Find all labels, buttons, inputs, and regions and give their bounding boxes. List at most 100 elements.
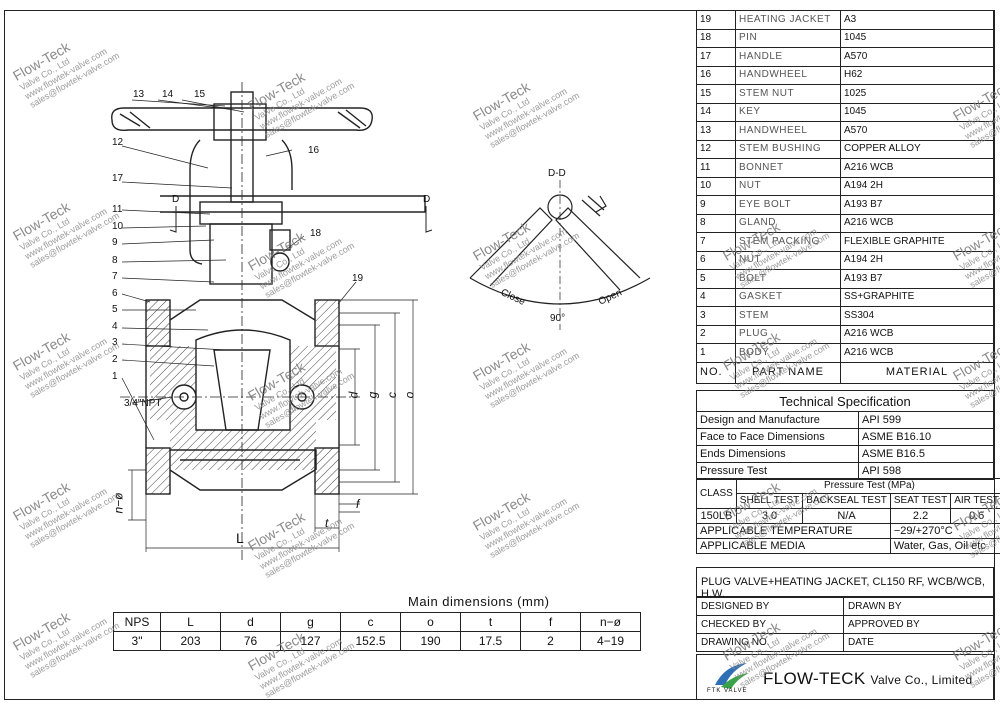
dim-label-f: f bbox=[356, 497, 360, 511]
designed-by-label: DESIGNED BY bbox=[696, 597, 844, 616]
part-no: 13 bbox=[696, 121, 736, 141]
part-material: A3 bbox=[840, 10, 994, 30]
part-name: BOLT bbox=[735, 269, 841, 289]
part-no: 15 bbox=[696, 84, 736, 104]
part-name: KEY bbox=[735, 102, 841, 122]
callout-12: 12 bbox=[112, 137, 124, 148]
dim-value: 3" bbox=[113, 631, 161, 651]
parts-header-material: MATERIAL bbox=[840, 361, 994, 384]
dim-label-o: o bbox=[402, 391, 417, 399]
section-mark-left: D bbox=[172, 194, 180, 205]
part-material: A570 bbox=[840, 121, 994, 141]
part-name: BODY bbox=[735, 343, 841, 363]
pt-value: 150LB bbox=[696, 508, 737, 524]
signoff-table: DESIGNED BY DRAWN BY CHECKED BY APPROVED… bbox=[696, 597, 994, 652]
part-material: H62 bbox=[840, 65, 994, 85]
part-no: 5 bbox=[696, 269, 736, 289]
dim-value: 152.5 bbox=[340, 631, 401, 651]
dim-header: NPS bbox=[113, 612, 161, 632]
spec-value: ASME B16.5 bbox=[858, 445, 994, 463]
pressure-test-table: CLASS Pressure Test (MPa) SHELL TEST BAC… bbox=[696, 478, 1000, 554]
approved-by-label: APPROVED BY bbox=[843, 615, 994, 634]
dim-header: n−ø bbox=[580, 612, 641, 632]
dim-label-t: t bbox=[325, 516, 329, 530]
part-name: HANDWHEEL bbox=[735, 121, 841, 141]
brand-name: FLOW-TECK Valve Co., Limited bbox=[763, 669, 973, 688]
part-no: 19 bbox=[696, 10, 736, 30]
part-name: HANDWHEEL bbox=[735, 65, 841, 85]
part-material: SS304 bbox=[840, 306, 994, 326]
part-name: BONNET bbox=[735, 158, 841, 178]
part-name: GASKET bbox=[735, 287, 841, 307]
section-label: D-D bbox=[548, 168, 566, 179]
spec-value: API 598 bbox=[858, 462, 994, 480]
spec-value: ASME B16.10 bbox=[858, 428, 994, 446]
part-material: SS+GRAPHITE bbox=[840, 287, 994, 307]
part-no: 6 bbox=[696, 250, 736, 270]
callout-13: 13 bbox=[133, 89, 145, 100]
dim-header: g bbox=[280, 612, 341, 632]
parts-header-name: PART NAME bbox=[735, 361, 841, 384]
part-no: 7 bbox=[696, 232, 736, 252]
checked-by-label: CHECKED BY bbox=[696, 615, 844, 634]
callout-8: 8 bbox=[112, 255, 118, 266]
dim-label-n: n−ø bbox=[111, 492, 126, 514]
dim-value: 76 bbox=[220, 631, 281, 651]
part-no: 16 bbox=[696, 65, 736, 85]
parts-header-no: NO. bbox=[696, 361, 736, 384]
part-no: 10 bbox=[696, 176, 736, 196]
drawn-by-label: DRAWN BY bbox=[843, 597, 994, 616]
part-no: 14 bbox=[696, 102, 736, 122]
callout-10: 10 bbox=[112, 221, 124, 232]
ftk-logo-icon bbox=[715, 663, 749, 689]
pt-value: 2.2 bbox=[889, 508, 952, 524]
part-name: STEM bbox=[735, 306, 841, 326]
npt-label: 3/4"NPT bbox=[124, 398, 162, 409]
part-name: PLUG bbox=[735, 324, 841, 344]
media-value: Water, Gas, Oil etc bbox=[889, 538, 1000, 554]
callout-5: 5 bbox=[112, 304, 118, 315]
part-material: A194 2H bbox=[840, 176, 994, 196]
part-name: STEM BUSHING bbox=[735, 139, 841, 159]
dim-header: f bbox=[520, 612, 581, 632]
dim-value: 203 bbox=[160, 631, 221, 651]
part-no: 9 bbox=[696, 195, 736, 215]
drawing-frame bbox=[4, 10, 995, 700]
dim-label-L: L bbox=[236, 530, 244, 546]
callout-1: 1 bbox=[112, 371, 118, 382]
callout-18: 18 bbox=[310, 228, 322, 239]
part-no: 4 bbox=[696, 287, 736, 307]
callout-2: 2 bbox=[112, 354, 118, 365]
part-name: STEM PACKING bbox=[735, 232, 841, 252]
part-no: 17 bbox=[696, 47, 736, 67]
part-material: 1045 bbox=[840, 102, 994, 122]
pt-value: 3.0 bbox=[735, 508, 804, 524]
part-name: STEM NUT bbox=[735, 84, 841, 104]
pt-class-header: CLASS bbox=[696, 478, 737, 509]
part-material: A193 B7 bbox=[840, 269, 994, 289]
part-material: A216 WCB bbox=[840, 158, 994, 178]
callout-14: 14 bbox=[162, 89, 174, 100]
technical-spec-table: Technical Specification Design and Manuf… bbox=[696, 390, 994, 480]
part-no: 2 bbox=[696, 324, 736, 344]
spec-label: Face to Face Dimensions bbox=[696, 428, 859, 446]
pt-header: SEAT TEST bbox=[889, 493, 952, 509]
part-material: A193 B7 bbox=[840, 195, 994, 215]
callout-17: 17 bbox=[112, 173, 124, 184]
